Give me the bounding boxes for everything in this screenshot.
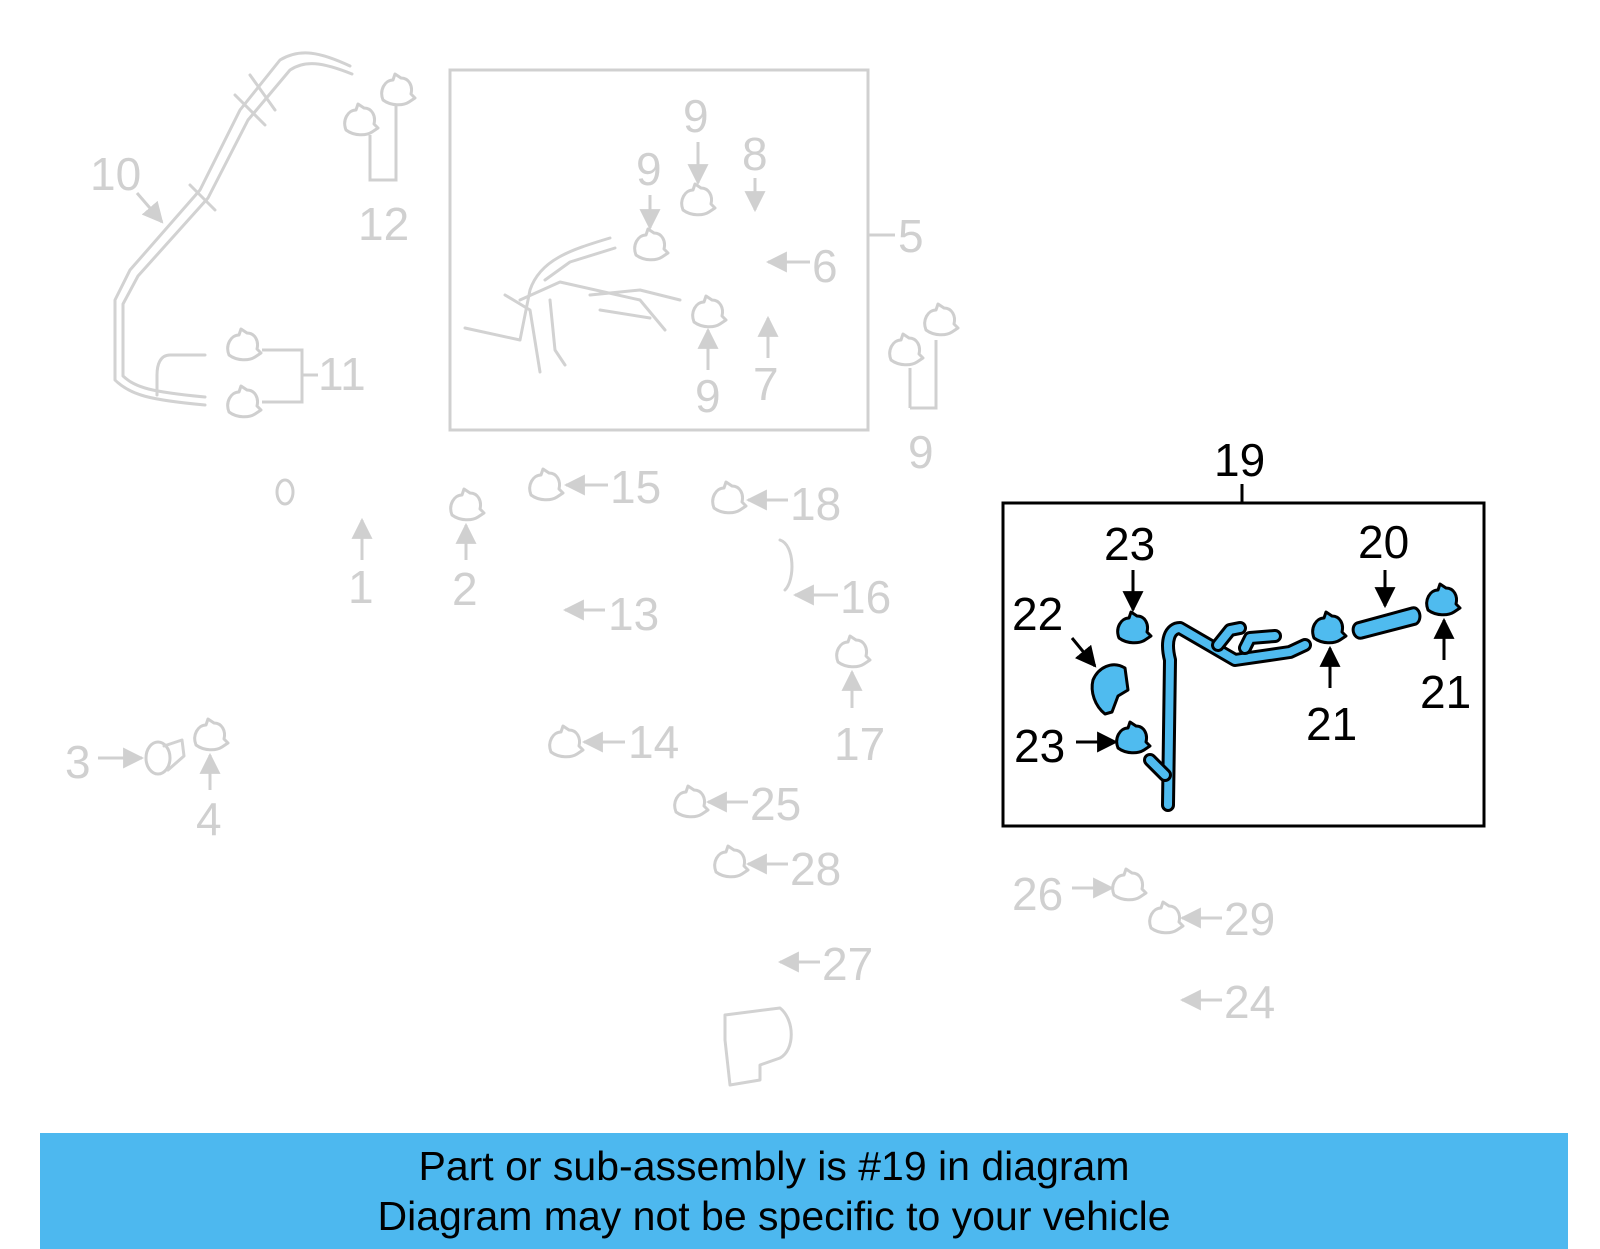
part-27-hose-assembly [659, 844, 793, 1087]
label-22: 22 [1012, 588, 1063, 640]
part-19-pipe[interactable] [1143, 621, 1312, 812]
label-7: 7 [753, 358, 779, 410]
part-5-group-box [448, 68, 870, 432]
label-20: 20 [1358, 516, 1409, 568]
part-24-hose [1097, 929, 1176, 1009]
part-12-clamps [343, 72, 417, 137]
label-29: 29 [1224, 893, 1275, 945]
label-4: 4 [196, 793, 222, 845]
banner-line-1: Part or sub-assembly is #19 in diagram [418, 1143, 1130, 1189]
part-18-clamp [711, 480, 748, 515]
label-11: 11 [318, 348, 366, 400]
label-9a: 9 [683, 90, 709, 142]
part-17-clamp [835, 634, 872, 669]
part-10-pipe-assembly [113, 51, 354, 407]
label-17: 17 [834, 718, 885, 770]
label-1: 1 [348, 561, 374, 613]
part-15-clamp [528, 467, 565, 502]
label-9d: 9 [908, 426, 934, 478]
label-21b: 21 [1420, 666, 1471, 718]
label-6: 6 [812, 240, 838, 292]
banner-line-2: Diagram may not be specific to your vehi… [377, 1193, 1171, 1239]
label-26: 26 [1012, 868, 1063, 920]
part-1-hose [275, 468, 437, 519]
part-14-clamp [548, 724, 585, 759]
label-2: 2 [452, 563, 478, 615]
label-9c: 9 [695, 370, 721, 422]
label-16: 16 [840, 571, 891, 623]
label-25: 25 [750, 778, 801, 830]
part-28-clamp [713, 844, 750, 879]
label-24: 24 [1224, 976, 1275, 1028]
part-4-clamp [193, 717, 230, 752]
label-13: 13 [608, 588, 659, 640]
part-25-clamp [673, 784, 710, 819]
label-10: 10 [90, 148, 141, 200]
part-26-clamp [1111, 867, 1148, 902]
label-5: 5 [898, 210, 924, 262]
part-9-clamps-right [888, 302, 960, 367]
label-14: 14 [628, 716, 679, 768]
part-29-clamp [1148, 900, 1185, 935]
part-20-hose[interactable] [1351, 606, 1422, 640]
part-11-clamps [226, 327, 263, 419]
label-9b: 9 [636, 143, 662, 195]
label-12: 12 [358, 198, 409, 250]
part-16-hose [733, 530, 825, 647]
part-13-hose [534, 513, 577, 705]
label-15: 15 [610, 461, 661, 513]
part-5-hose-bundle [463, 236, 682, 374]
label-23a: 23 [1104, 518, 1155, 570]
label-19: 19 [1214, 434, 1265, 486]
info-banner: Part or sub-assembly is #19 in diagram D… [40, 1133, 1568, 1249]
label-27: 27 [822, 938, 873, 990]
label-23b: 23 [1014, 720, 1065, 772]
label-18: 18 [790, 478, 841, 530]
part-22-elbow-hose[interactable] [1090, 663, 1130, 716]
label-8: 8 [742, 128, 768, 180]
label-28: 28 [790, 843, 841, 895]
label-21a: 21 [1306, 698, 1357, 750]
part-3-plug [144, 738, 186, 776]
label-3: 3 [65, 736, 91, 788]
part-2-clamp [449, 487, 486, 522]
